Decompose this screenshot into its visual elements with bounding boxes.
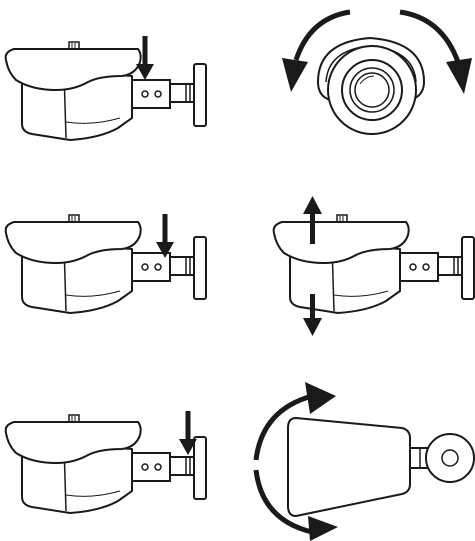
panel-r3-left [4,411,207,514]
side-camera-icon [4,214,207,314]
side-camera-icon [4,414,207,514]
curved-arrow-icon [282,9,351,92]
curved-arrow-icon [399,9,472,94]
panel-r2-right [272,196,475,336]
top-camera-icon [287,417,475,517]
panel-r3-right [253,382,475,541]
side-camera-icon [4,41,207,141]
arrow-icon [303,196,322,244]
curved-arrow-icon [253,382,338,541]
arrow-icon [303,294,322,336]
panel-r1-right [282,9,472,135]
side-camera-icon [272,214,475,314]
panel-r1-left [4,36,207,141]
front-camera-icon [316,36,426,135]
panel-r2-left [4,214,207,314]
arrow-icon [156,214,174,258]
